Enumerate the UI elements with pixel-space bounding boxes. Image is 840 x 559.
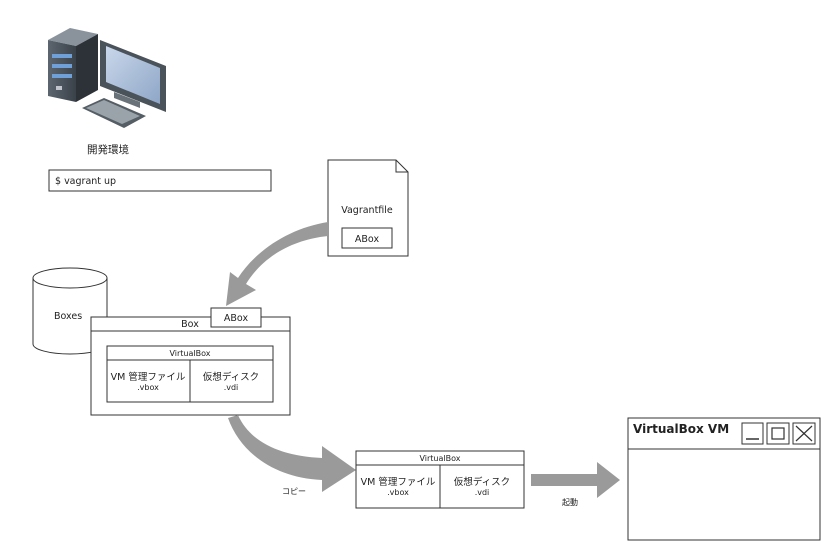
vagrantfile-box-ref [341,227,393,249]
box-vm-file-label: VM 管理ファイル [111,371,186,383]
command-box [48,169,272,192]
copy-label: コピー [282,487,306,496]
close-button[interactable] [792,422,816,445]
boxes-label: Boxes [54,311,82,322]
close-icon [795,425,813,442]
copied-vm-file-label: VM 管理ファイル [361,476,436,488]
launch-label: 起動 [562,498,578,507]
minimize-button[interactable] [741,422,764,445]
box-vm-file-ext: .vbox [137,383,159,392]
command-text: $ vagrant up [55,176,116,187]
box-virtualbox-title: VirtualBox [169,349,210,358]
box-disk-label: 仮想ディスク [203,371,259,383]
vm-window-title: VirtualBox VM [633,422,729,436]
vagrantfile-box-ref-text: ABox [355,234,380,245]
vagrantfile-label: Vagrantfile [341,205,393,216]
computer-icon [48,28,166,128]
maximize-icon [771,427,785,440]
arrow-copy [228,415,356,492]
vm-window [627,417,821,541]
arrow-launch [531,462,620,498]
box-tab [210,307,262,328]
copied-vm-file-ext: .vbox [387,488,409,497]
copied-disk-label: 仮想ディスク [454,476,510,488]
copied-virtualbox-title: VirtualBox [419,454,460,463]
copied-disk-ext: .vdi [475,488,490,497]
box-tab-text: ABox [224,313,249,324]
box-title: Box [181,319,199,330]
dev-env-label: 開発環境 [87,143,129,156]
arrow-vagrantfile-to-box [226,222,328,306]
maximize-button[interactable] [766,422,790,445]
box-disk-ext: .vdi [224,383,239,392]
